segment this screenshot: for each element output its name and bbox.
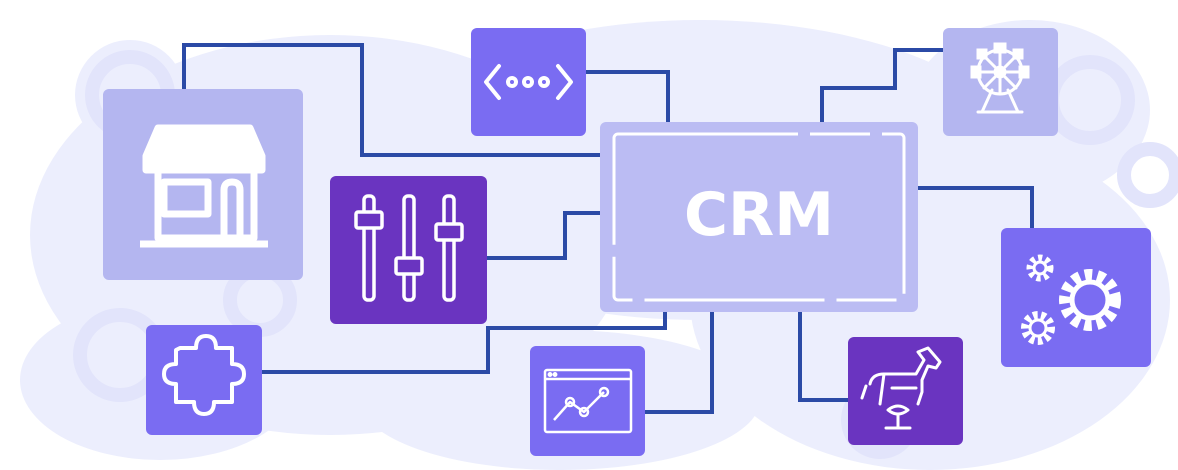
connector-lines	[182, 43, 1034, 414]
equalizer-sliders-icon	[354, 194, 464, 302]
connector-sliders	[487, 211, 612, 260]
connector-code	[586, 70, 670, 128]
puzzle-piece-icon	[162, 334, 246, 416]
ferris-wheel-tile	[943, 28, 1058, 136]
connector-gears	[915, 186, 1034, 228]
horse-tile	[848, 337, 963, 445]
code-tile	[471, 28, 586, 136]
spring-rider-horse-icon	[860, 346, 942, 430]
connector-puzzle	[262, 312, 667, 374]
sliders-tile	[330, 176, 487, 324]
crm-hub: CRM	[600, 122, 918, 312]
code-brackets-icon	[484, 64, 573, 100]
gears-icon	[1021, 254, 1121, 345]
crm-hub-label: CRM	[684, 180, 834, 250]
storefront-icon	[140, 124, 268, 248]
gears-tile	[1001, 228, 1151, 367]
connector-analytics	[645, 312, 714, 414]
ferris-wheel-icon	[970, 42, 1030, 114]
line-chart-window-icon	[543, 368, 633, 434]
storefront-tile	[103, 89, 303, 280]
connector-horse	[798, 312, 848, 402]
connector-ferris	[820, 48, 943, 128]
connector-store	[182, 43, 612, 157]
puzzle-tile	[146, 325, 262, 435]
analytics-tile	[530, 346, 645, 456]
